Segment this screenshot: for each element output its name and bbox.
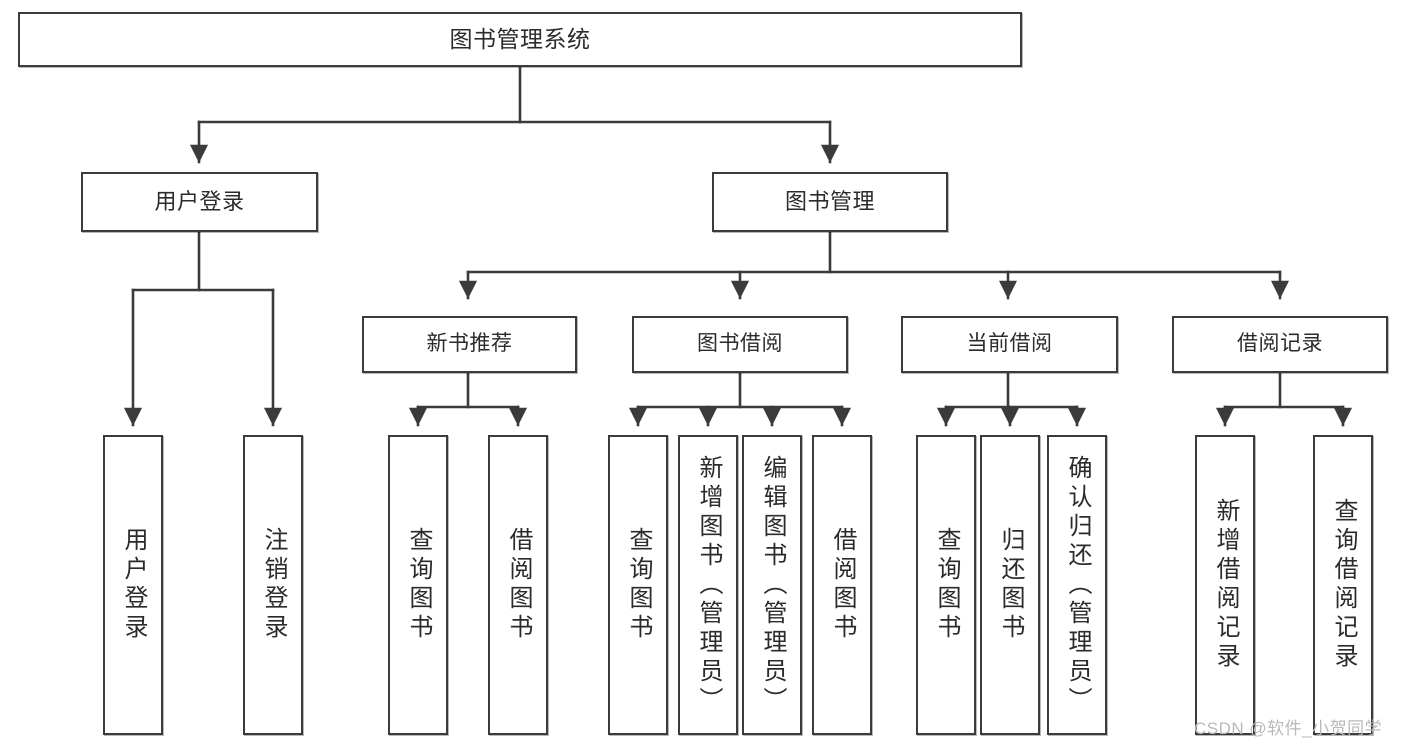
- node-new-book-recommend[interactable]: 新书推荐: [362, 316, 577, 373]
- node-leaf-query-book-2-label: 查询图书: [625, 527, 652, 643]
- node-user-login[interactable]: 用户登录: [81, 172, 318, 232]
- node-leaf-return-book-label: 归还图书: [997, 527, 1024, 643]
- node-leaf-borrow-book-2-label: 借阅图书: [829, 527, 856, 643]
- node-leaf-query-book-3[interactable]: 查询图书: [916, 435, 976, 735]
- node-user-login-label: 用户登录: [154, 189, 245, 215]
- node-leaf-edit-book-label: 编辑图书（管理员）: [759, 454, 786, 716]
- node-leaf-borrow-book-2[interactable]: 借阅图书: [812, 435, 872, 735]
- node-leaf-user-login[interactable]: 用户登录: [103, 435, 163, 735]
- node-leaf-query-record-label: 查询借阅记录: [1330, 498, 1357, 672]
- node-leaf-add-record-label: 新增借阅记录: [1212, 498, 1239, 672]
- node-book-borrow[interactable]: 图书借阅: [632, 316, 848, 373]
- node-leaf-add-record[interactable]: 新增借阅记录: [1195, 435, 1255, 735]
- node-leaf-confirm-return[interactable]: 确认归还（管理员）: [1047, 435, 1107, 735]
- node-leaf-query-book-1[interactable]: 查询图书: [388, 435, 448, 735]
- node-leaf-borrow-book-1[interactable]: 借阅图书: [488, 435, 548, 735]
- node-borrow-record[interactable]: 借阅记录: [1172, 316, 1388, 373]
- node-root[interactable]: 图书管理系统: [18, 12, 1022, 67]
- node-leaf-query-record[interactable]: 查询借阅记录: [1313, 435, 1373, 735]
- node-book-management[interactable]: 图书管理: [712, 172, 948, 232]
- node-leaf-add-book-label: 新增图书（管理员）: [695, 454, 722, 716]
- node-book-management-label: 图书管理: [784, 189, 875, 215]
- node-leaf-query-book-3-label: 查询图书: [933, 527, 960, 643]
- node-new-book-recommend-label: 新书推荐: [426, 332, 513, 356]
- node-leaf-confirm-return-label: 确认归还（管理员）: [1064, 454, 1091, 716]
- node-leaf-logout-login[interactable]: 注销登录: [243, 435, 303, 735]
- node-leaf-query-book-1-label: 查询图书: [405, 527, 432, 643]
- node-root-label: 图书管理系统: [449, 26, 591, 53]
- node-leaf-edit-book[interactable]: 编辑图书（管理员）: [742, 435, 802, 735]
- node-current-borrow-label: 当前借阅: [966, 332, 1053, 356]
- node-leaf-logout-login-label: 注销登录: [260, 527, 287, 643]
- node-leaf-borrow-book-1-label: 借阅图书: [505, 527, 532, 643]
- node-borrow-record-label: 借阅记录: [1237, 332, 1323, 356]
- node-leaf-query-book-2[interactable]: 查询图书: [608, 435, 668, 735]
- node-leaf-add-book[interactable]: 新增图书（管理员）: [678, 435, 738, 735]
- node-leaf-return-book[interactable]: 归还图书: [980, 435, 1040, 735]
- node-book-borrow-label: 图书借阅: [697, 332, 783, 356]
- node-leaf-user-login-label: 用户登录: [120, 527, 147, 643]
- node-current-borrow[interactable]: 当前借阅: [901, 316, 1118, 373]
